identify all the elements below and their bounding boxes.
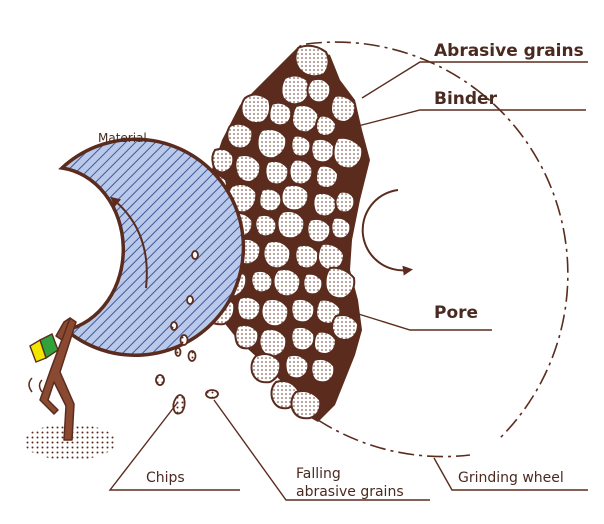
grinding-wheel-outline-bottom <box>317 419 471 458</box>
material-disk <box>58 137 246 357</box>
stick-figure-icon <box>39 317 77 441</box>
label-pore: Pore <box>434 303 478 323</box>
abrasive-grains <box>196 44 364 420</box>
ground-shadow <box>24 424 116 460</box>
label-abrasive-grains: Abrasive grains <box>434 41 584 61</box>
label-grinding-wheel: Grinding wheel <box>458 470 564 486</box>
motion-lines <box>28 377 43 393</box>
label-material: Material <box>98 131 147 145</box>
leader-lines <box>108 61 588 501</box>
arrow-ccw-icon <box>110 196 148 289</box>
label-binder: Binder <box>434 89 498 109</box>
chips <box>155 250 219 415</box>
grinding-wheel-outline <box>305 41 569 441</box>
arrow-cw-icon <box>361 189 413 276</box>
label-chips: Chips <box>146 470 185 486</box>
beginner-mark-icon <box>29 333 59 363</box>
label-falling-line2: abrasive grains <box>296 484 404 500</box>
label-falling-line1: Falling <box>296 466 341 482</box>
